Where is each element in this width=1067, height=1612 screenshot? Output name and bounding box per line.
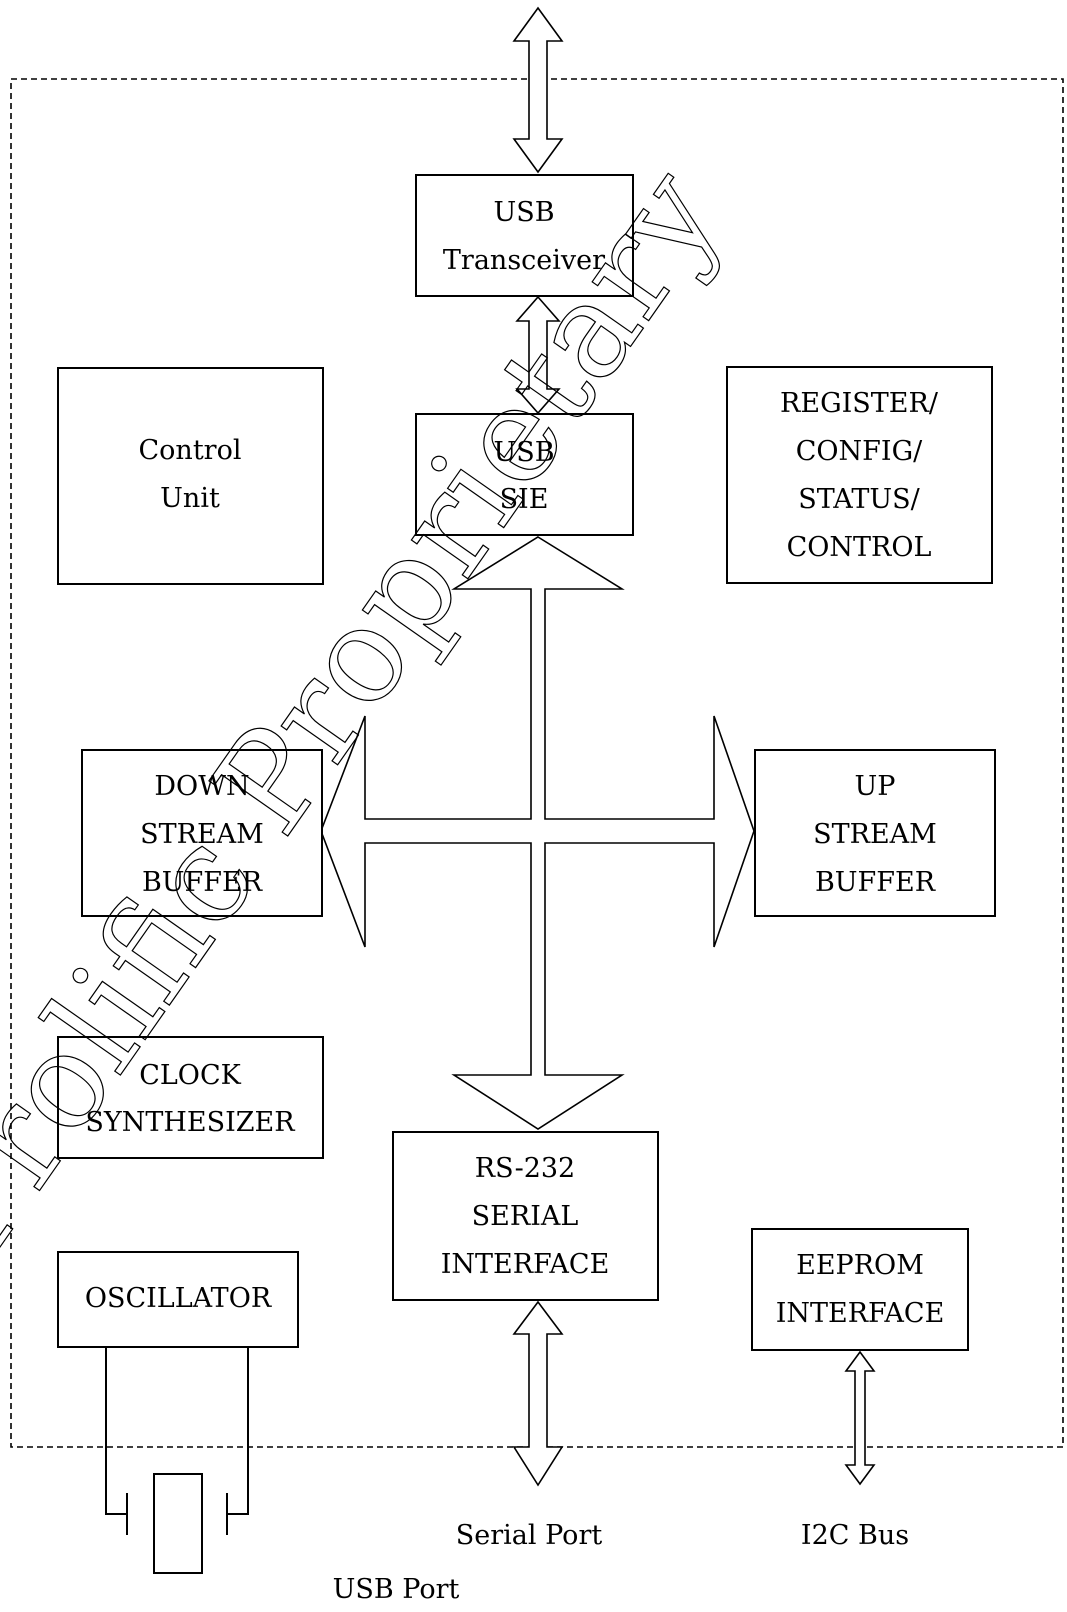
usb-transceiver-label-line2: Transceiver bbox=[443, 245, 605, 276]
clock-synthesizer-block: CLOCK SYNTHESIZER bbox=[57, 1036, 324, 1159]
serial-interface-label-line1: RS-232 bbox=[475, 1153, 575, 1184]
register-label-line1: REGISTER/ bbox=[780, 388, 939, 419]
usb-sie-label-line1: USB bbox=[493, 437, 554, 468]
usb-port-label: USB Port bbox=[333, 1574, 460, 1605]
register-label-line2: CONFIG/ bbox=[796, 436, 923, 467]
downstream-buffer-label-line2: STREAM bbox=[140, 819, 264, 850]
upstream-buffer-label-line2: STREAM bbox=[813, 819, 937, 850]
control-unit-label-line1: Control bbox=[139, 435, 242, 466]
serial-interface-block: RS-232 SERIAL INTERFACE bbox=[392, 1131, 659, 1301]
serial-port-arrow bbox=[512, 1300, 564, 1487]
i2c-bus-arrow bbox=[844, 1350, 876, 1486]
register-label-line3: STATUS/ bbox=[798, 484, 920, 515]
clock-synthesizer-label-line2: SYNTHESIZER bbox=[85, 1107, 295, 1138]
clock-synthesizer-label-line1: CLOCK bbox=[139, 1060, 241, 1091]
i2c-bus-label: I2C Bus bbox=[801, 1520, 909, 1551]
downstream-buffer-label-line3: BUFFER bbox=[142, 867, 263, 898]
usb-sie-label-line2: SIE bbox=[500, 484, 549, 515]
internal-bus-cross-arrow bbox=[320, 536, 755, 1130]
serial-interface-label-line2: SERIAL bbox=[472, 1201, 579, 1232]
serial-port-label: Serial Port bbox=[456, 1520, 603, 1551]
usb-transceiver-block: USB Transceiver bbox=[415, 174, 634, 297]
usb-transceiver-label-line1: USB bbox=[493, 197, 554, 228]
eeprom-interface-label-line1: EEPROM bbox=[796, 1250, 924, 1281]
watermark: Prolific Proprietary bbox=[0, 142, 751, 1286]
downstream-buffer-block: DOWN STREAM BUFFER bbox=[81, 749, 323, 917]
crystal-icon bbox=[105, 1347, 249, 1574]
eeprom-interface-label-line2: INTERFACE bbox=[776, 1298, 945, 1329]
downstream-buffer-label-line1: DOWN bbox=[154, 771, 249, 802]
usb-sie-block: USB SIE bbox=[415, 413, 634, 536]
oscillator-label: OSCILLATOR bbox=[85, 1283, 272, 1314]
oscillator-block: OSCILLATOR bbox=[57, 1251, 299, 1348]
control-unit-label-line2: Unit bbox=[160, 483, 220, 514]
upstream-buffer-label-line1: UP bbox=[855, 771, 896, 802]
upstream-buffer-block: UP STREAM BUFFER bbox=[754, 749, 996, 917]
usb-bus-arrow bbox=[512, 6, 564, 174]
serial-interface-label-line3: INTERFACE bbox=[441, 1249, 610, 1280]
register-block: REGISTER/ CONFIG/ STATUS/ CONTROL bbox=[726, 366, 993, 584]
eeprom-interface-block: EEPROM INTERFACE bbox=[751, 1228, 969, 1351]
control-unit-block: Control Unit bbox=[57, 367, 324, 585]
upstream-buffer-label-line3: BUFFER bbox=[815, 867, 936, 898]
register-label-line4: CONTROL bbox=[787, 532, 932, 563]
